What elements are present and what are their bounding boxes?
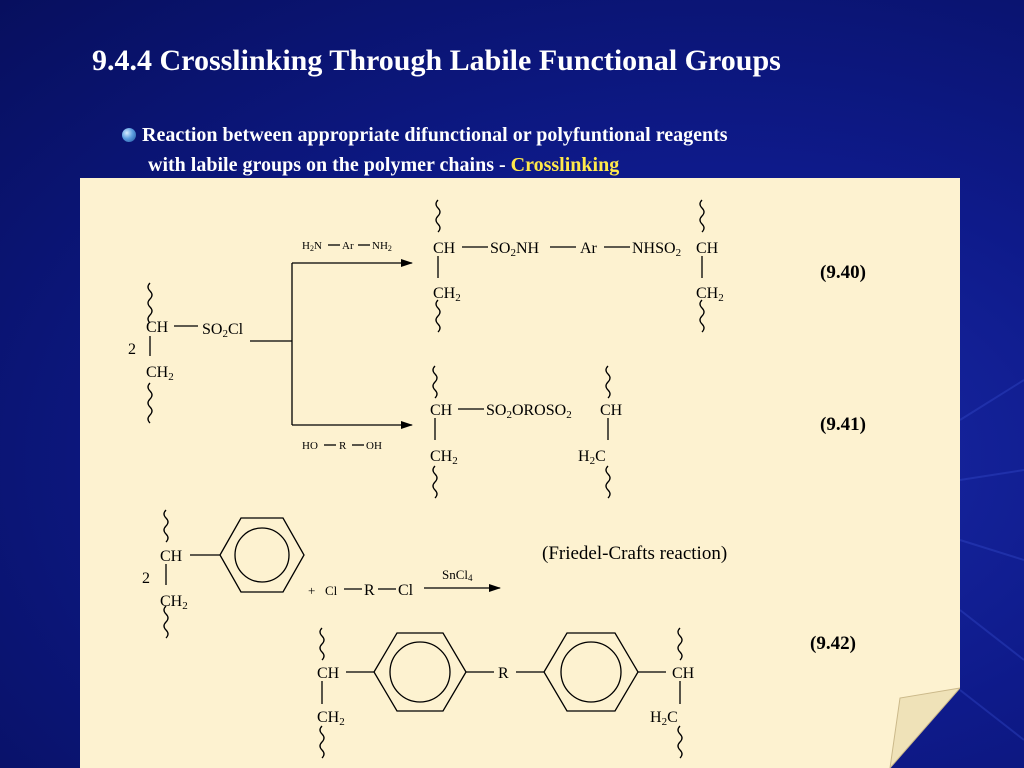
wavy-chain-start-bottom	[147, 382, 153, 424]
r940-reagent-h2n: H2N	[302, 240, 322, 253]
bullet-text-1: Reaction between appropriate difunctiona…	[142, 124, 728, 146]
wavy-941-lb	[432, 465, 438, 499]
r941-reagent-oh: OH	[366, 440, 382, 452]
r942-start-ch2: CH2	[160, 593, 188, 612]
r940-ch-left: CH	[433, 240, 456, 257]
r942-ch-right: CH	[672, 665, 695, 682]
equation-label-9-41: (9.41)	[820, 414, 866, 435]
wavy-940-rt	[699, 199, 705, 233]
r941-ch-right: CH	[600, 402, 623, 419]
wavy-941-lt	[432, 365, 438, 399]
wavy-chain-start-top	[147, 282, 153, 324]
start-monomer: CH SO2Cl 2 CH2	[128, 319, 244, 383]
r942-plus: +	[308, 583, 315, 598]
r940-reagent-ar: Ar	[342, 240, 354, 252]
wavy-942-start-top	[163, 509, 169, 543]
bullet-sphere-icon	[122, 128, 136, 142]
r941-reagent-r: R	[339, 440, 347, 452]
panel-curl	[889, 687, 960, 768]
r942-ch-left: CH	[317, 665, 340, 682]
reaction-9-41: HO R OH CH SO2OROSO2 CH CH2 H2C (9.41)	[302, 402, 866, 467]
wavy-940-lb	[435, 299, 441, 333]
panel-background	[80, 178, 960, 768]
wavy-942-start-bottom	[163, 605, 169, 639]
wavy-941-rt	[605, 365, 611, 399]
start-so2cl: SO2Cl	[202, 321, 244, 340]
wavy-941-rb	[605, 465, 611, 499]
bullet-line-1: Reaction between appropriate difunctiona…	[122, 120, 728, 150]
r942-r: R	[364, 582, 375, 599]
r942-cl-right: Cl	[398, 582, 414, 599]
r940-ch-right: CH	[696, 240, 719, 257]
r941-ch2-left: CH2	[430, 448, 458, 467]
bullet-text-2: with labile groups on the polymer chains…	[148, 154, 511, 176]
equation-label-9-42: (9.42)	[810, 633, 856, 654]
r940-so2nh: SO2NH	[490, 240, 540, 259]
benzene-rings	[219, 517, 639, 712]
r942-start-number: 2	[142, 570, 150, 587]
bullet-line-2: with labile groups on the polymer chains…	[122, 150, 728, 180]
r942-ch2-left: CH2	[317, 709, 345, 728]
r940-ch2-right: CH2	[696, 285, 724, 304]
start-ch2: CH2	[146, 364, 174, 383]
friedel-crafts-note: (Friedel-Crafts reaction)	[542, 543, 727, 564]
r941-so2oroso2: SO2OROSO2	[486, 402, 572, 421]
page-title: 9.4.4 Crosslinking Through Labile Functi…	[92, 44, 781, 77]
wavy-942-lb	[319, 725, 325, 759]
r942-catalyst: SnCl4	[442, 567, 473, 583]
wavy-940-lt	[435, 199, 441, 233]
r940-ar: Ar	[580, 240, 598, 257]
benzene-ring-start	[219, 517, 305, 593]
bond-lines	[147, 199, 705, 759]
reaction-9-42: CH 2 CH2 + Cl R Cl SnCl4 (Friedel-Crafts…	[142, 543, 856, 728]
reaction-scheme-panel: CH SO2Cl 2 CH2 H2N Ar NH2 CH SO2NH Ar NH…	[80, 178, 960, 768]
r942-cl-left: Cl	[325, 583, 338, 598]
start-ch: CH	[146, 319, 169, 336]
wavy-942-rt	[677, 627, 683, 661]
r940-nhso2: NHSO2	[632, 240, 681, 259]
r941-ch-left: CH	[430, 402, 453, 419]
benzene-ring-product-right	[543, 632, 639, 712]
reaction-scheme: CH SO2Cl 2 CH2 H2N Ar NH2 CH SO2NH Ar NH…	[80, 178, 960, 768]
wavy-940-rb	[699, 299, 705, 333]
r940-reagent-nh2: NH2	[372, 240, 392, 253]
r942-h2c: H2C	[650, 709, 678, 728]
benzene-ring-product-left	[373, 632, 467, 712]
wavy-942-rb	[677, 725, 683, 759]
r942-product-r: R	[498, 665, 509, 682]
equation-label-9-40: (9.40)	[820, 262, 866, 283]
crosslinking-highlight: Crosslinking	[510, 154, 620, 176]
r942-start-ch: CH	[160, 548, 183, 565]
wavy-942-lt	[319, 627, 325, 661]
r941-h2c: H2C	[578, 448, 606, 467]
r941-reagent-ho: HO	[302, 440, 318, 452]
start-number: 2	[128, 341, 136, 358]
r940-ch2-left: CH2	[433, 285, 461, 304]
bullet-point: Reaction between appropriate difunctiona…	[122, 120, 728, 180]
reaction-9-40: H2N Ar NH2 CH SO2NH Ar NHSO2 CH CH2 CH2 …	[302, 240, 866, 304]
